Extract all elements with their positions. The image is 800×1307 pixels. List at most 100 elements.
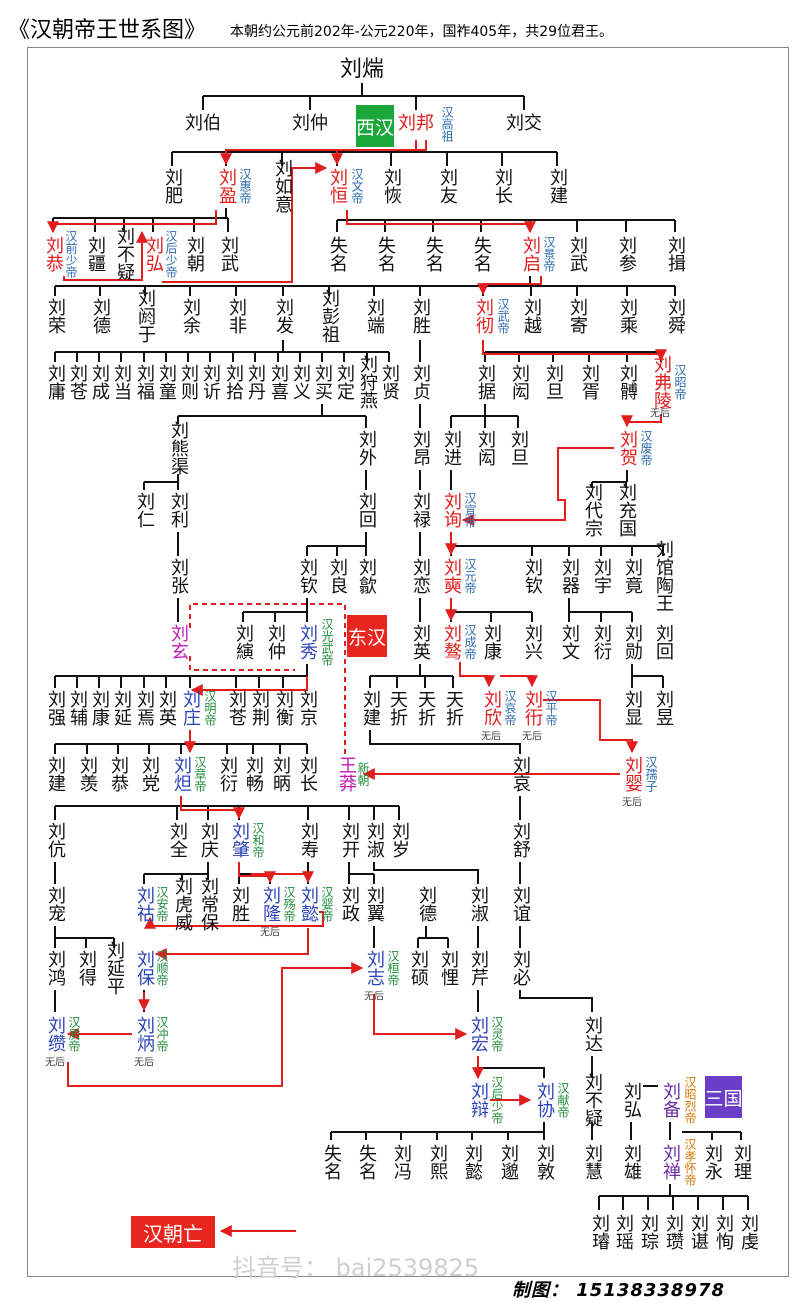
- emperor-title: 汉武帝: [496, 298, 510, 334]
- person-node: 刘发: [273, 298, 294, 334]
- person-node: 刘胥: [579, 364, 600, 400]
- person-node: 刘歙: [356, 558, 377, 594]
- person-node: 失名: [471, 236, 492, 272]
- no-heir-note: 无后: [45, 1057, 65, 1069]
- person-node: 刘辅: [67, 690, 88, 726]
- person-node: 刘建: [45, 756, 66, 792]
- person-node: 刘宇: [591, 558, 612, 594]
- emperor-title: 汉平帝: [544, 690, 558, 726]
- emperor-title: 汉安帝: [155, 886, 169, 922]
- person-node: 刘参: [616, 236, 637, 272]
- person-node: 刘苍: [67, 364, 88, 400]
- person-node: 刘骜: [441, 624, 462, 660]
- emperor-title: 汉文帝: [350, 168, 364, 204]
- person-node: 刘昂: [410, 430, 431, 466]
- person-node: 刘胜: [229, 886, 250, 922]
- person-node: 刘昱: [653, 690, 674, 726]
- person-node: 刘钦: [297, 558, 318, 594]
- person-node: 刘则: [178, 364, 199, 400]
- emperor-title: 汉昭烈帝: [683, 1076, 697, 1124]
- person-node: 刘宠: [45, 886, 66, 922]
- person-node: 刘恒: [327, 168, 348, 204]
- person-node: 刘䜣: [200, 364, 221, 400]
- person-node: 刘揖: [665, 236, 686, 272]
- person-node: 刘当: [111, 364, 132, 400]
- person-node: 刘哀: [510, 756, 531, 792]
- person-node: 刘懿: [462, 1144, 483, 1180]
- person-node: 刘康: [89, 690, 110, 726]
- person-node: 刘阏于: [135, 289, 156, 343]
- person-node: 刘羡: [77, 756, 98, 792]
- emperor-title: 汉冲帝: [155, 1016, 169, 1052]
- emperor-title: 汉成帝: [463, 624, 477, 660]
- person-node: 刘衡: [273, 690, 294, 726]
- person-node: 刘德: [416, 886, 437, 922]
- person-node: 刘英: [156, 690, 177, 726]
- person-node: 刘询: [441, 492, 462, 528]
- person-node: 刘瑶: [613, 1214, 634, 1250]
- person-node: 刘禅: [660, 1144, 681, 1180]
- person-node: 刘开: [339, 822, 360, 858]
- person-node: 天折: [443, 690, 464, 726]
- person-node: 刘狩燕: [357, 355, 378, 409]
- person-node: 刘縯: [233, 624, 254, 660]
- person-node: 刘庸: [45, 364, 66, 400]
- person-node: 刘福: [134, 364, 155, 400]
- person-node: 刘瓒: [663, 1214, 684, 1250]
- person-node: 刘芹: [468, 950, 489, 986]
- person-node: 刘延: [111, 690, 132, 726]
- person-node: 王莽: [336, 756, 357, 792]
- emperor-title: 汉昭帝: [673, 364, 687, 400]
- person-node: 刘建: [547, 168, 568, 204]
- person-node: 刘不疑: [582, 1073, 603, 1127]
- person-node: 刘全: [167, 822, 188, 858]
- person-node: 刘武: [567, 236, 588, 272]
- person-node: 刘器: [559, 558, 580, 594]
- person-node: 刘煓: [339, 57, 385, 82]
- emperor-title: 汉景帝: [542, 236, 556, 272]
- person-node: 刘良: [327, 558, 348, 594]
- person-node: 刘荆: [249, 690, 270, 726]
- person-node: 刘荣: [45, 298, 66, 334]
- person-node: 刘武: [218, 236, 239, 272]
- emperor-title: 汉婴帝: [320, 886, 334, 922]
- person-node: 刘据: [475, 364, 496, 400]
- person-node: 刘彭祖: [319, 289, 340, 343]
- person-node: 刘不疑: [114, 227, 135, 281]
- person-node: 刘岁: [389, 822, 410, 858]
- badge-eastern-han: 东汉: [347, 615, 387, 657]
- person-node: 刘庄: [180, 690, 201, 726]
- person-node: 刘买: [312, 364, 333, 400]
- person-node: 刘缵: [45, 1016, 66, 1052]
- person-node: 刘疆: [85, 236, 106, 272]
- badge-western-han: 西汉: [356, 105, 394, 147]
- emperor-title: 汉殇帝: [282, 886, 296, 922]
- person-node: 刘丹: [245, 364, 266, 400]
- no-heir-note: 无后: [522, 731, 542, 743]
- emperor-title: 汉惠帝: [238, 168, 252, 204]
- person-node: 刘庆: [198, 822, 219, 858]
- person-node: 刘童: [156, 364, 177, 400]
- person-node: 刘强: [45, 690, 66, 726]
- person-node: 刘彻: [473, 298, 494, 334]
- person-node: 刘熊渠: [168, 421, 189, 475]
- person-node: 刘翼: [364, 886, 385, 922]
- person-node: 刘必: [510, 950, 531, 986]
- person-node: 刘端: [364, 298, 385, 334]
- person-node: 刘保: [134, 950, 155, 986]
- person-node: 刘秀: [297, 624, 318, 660]
- person-node: 刘邦: [398, 113, 434, 134]
- person-node: 刘旦: [543, 364, 564, 400]
- person-node: 刘祜: [134, 886, 155, 922]
- person-node: 刘备: [660, 1082, 681, 1118]
- person-node: 刘昞: [270, 756, 291, 792]
- emperor-title: 汉元帝: [463, 558, 477, 594]
- person-node: 刘弗陵: [651, 355, 672, 409]
- chart-title: 《汉朝帝王世系图》: [8, 18, 207, 43]
- emperor-title: 汉明帝: [203, 690, 217, 726]
- person-node: 刘宏: [468, 1016, 489, 1052]
- person-node: 刘启: [520, 236, 541, 272]
- person-node: 刘恢: [381, 168, 402, 204]
- credit-line: 制图： 15138338978: [512, 1280, 726, 1301]
- person-node: 刘康: [481, 624, 502, 660]
